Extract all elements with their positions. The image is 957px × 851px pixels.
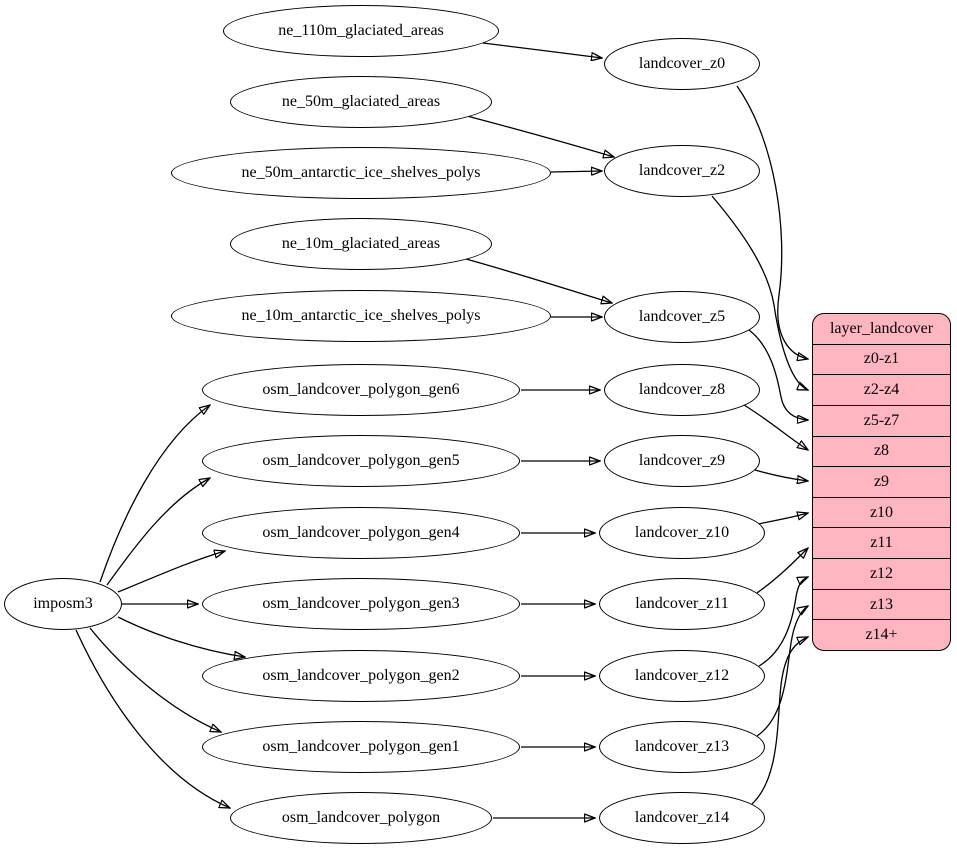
node-landcover_z0: landcover_z0 — [604, 38, 760, 90]
node-ne_10m_antarctic_ice_shelves_polys: ne_10m_antarctic_ice_shelves_polys — [171, 290, 551, 342]
edge-ne_50m_antarctic_ice_shelves_polys-to-landcover_z2 — [550, 171, 602, 172]
node-landcover_z9: landcover_z9 — [604, 435, 760, 487]
edge-landcover_z14-to-layer_landcover-z14+ — [751, 637, 808, 805]
edge-ne_50m_glaciated_areas-to-landcover_z2 — [466, 115, 614, 157]
node-osm_landcover_polygon_gen4: osm_landcover_polygon_gen4 — [202, 507, 520, 559]
node-landcover_z11: landcover_z11 — [599, 578, 765, 630]
node-osm_landcover_polygon: osm_landcover_polygon — [230, 792, 492, 844]
record-row-z12: z12 — [813, 558, 950, 589]
edge-imposm3-to-osm_landcover_polygon_gen6 — [99, 405, 210, 583]
record-row-z10: z10 — [813, 496, 950, 528]
node-landcover_z5: landcover_z5 — [604, 291, 760, 343]
edge-imposm3-to-osm_landcover_polygon_gen5 — [106, 478, 210, 586]
edge-landcover_z2-to-layer_landcover-z2-z4 — [711, 195, 808, 390]
node-landcover_z14: landcover_z14 — [599, 792, 765, 844]
node-landcover_z13: landcover_z13 — [599, 721, 765, 773]
edge-landcover_z5-to-layer_landcover-z5-z7 — [748, 329, 808, 420]
record-row-z11: z11 — [813, 527, 950, 558]
node-imposm3: imposm3 — [4, 578, 122, 630]
node-osm_landcover_polygon_gen2: osm_landcover_polygon_gen2 — [202, 650, 520, 702]
edge-landcover_z12-to-layer_landcover-z12 — [758, 577, 808, 667]
edge-landcover_z11-to-layer_landcover-z11 — [756, 548, 808, 594]
node-osm_landcover_polygon_gen3: osm_landcover_polygon_gen3 — [202, 578, 520, 630]
node-osm_landcover_polygon_gen6: osm_landcover_polygon_gen6 — [202, 364, 520, 416]
edge-ne_10m_glaciated_areas-to-landcover_z5 — [465, 258, 612, 303]
record-row-z8: z8 — [813, 435, 950, 467]
edge-landcover_z9-to-layer_landcover-z9 — [754, 469, 808, 481]
node-ne_10m_glaciated_areas: ne_10m_glaciated_areas — [230, 218, 492, 270]
edge-imposm3-to-osm_landcover_polygon — [75, 629, 230, 808]
record-row-z0-z1: z0-z1 — [813, 343, 950, 375]
node-landcover_z2: landcover_z2 — [604, 145, 760, 197]
edge-imposm3-to-osm_landcover_polygon_gen1 — [89, 627, 221, 732]
node-landcover_z10: landcover_z10 — [599, 507, 765, 559]
node-landcover_z8: landcover_z8 — [604, 364, 760, 416]
edge-imposm3-to-osm_landcover_polygon_gen2 — [117, 616, 245, 657]
edge-landcover_z13-to-layer_landcover-z13 — [756, 606, 808, 737]
record-row-z2-z4: z2-z4 — [813, 374, 950, 405]
edge-landcover_z10-to-layer_landcover-z10 — [757, 513, 808, 525]
record-row-z9: z9 — [813, 466, 950, 497]
node-landcover_z12: landcover_z12 — [599, 650, 765, 702]
edge-landcover_z8-to-layer_landcover-z8 — [743, 404, 808, 450]
node-osm_landcover_polygon_gen5: osm_landcover_polygon_gen5 — [202, 435, 520, 487]
record-row-z5-z7: z5-z7 — [813, 404, 950, 436]
edge-imposm3-to-osm_landcover_polygon_gen4 — [117, 551, 225, 593]
node-osm_landcover_polygon_gen1: osm_landcover_polygon_gen1 — [202, 721, 520, 773]
node-ne_110m_glaciated_areas: ne_110m_glaciated_areas — [223, 5, 499, 57]
node-ne_50m_glaciated_areas: ne_50m_glaciated_areas — [230, 76, 492, 128]
edge-landcover_z0-to-layer_landcover-z0-z1 — [736, 85, 808, 359]
record-row-z13: z13 — [813, 588, 950, 620]
edge-ne_110m_glaciated_areas-to-landcover_z0 — [482, 42, 602, 58]
record-title: layer_landcover — [829, 319, 934, 337]
record-row-z14+: z14+ — [813, 619, 950, 650]
node-ne_50m_antarctic_ice_shelves_polys: ne_50m_antarctic_ice_shelves_polys — [171, 147, 551, 199]
